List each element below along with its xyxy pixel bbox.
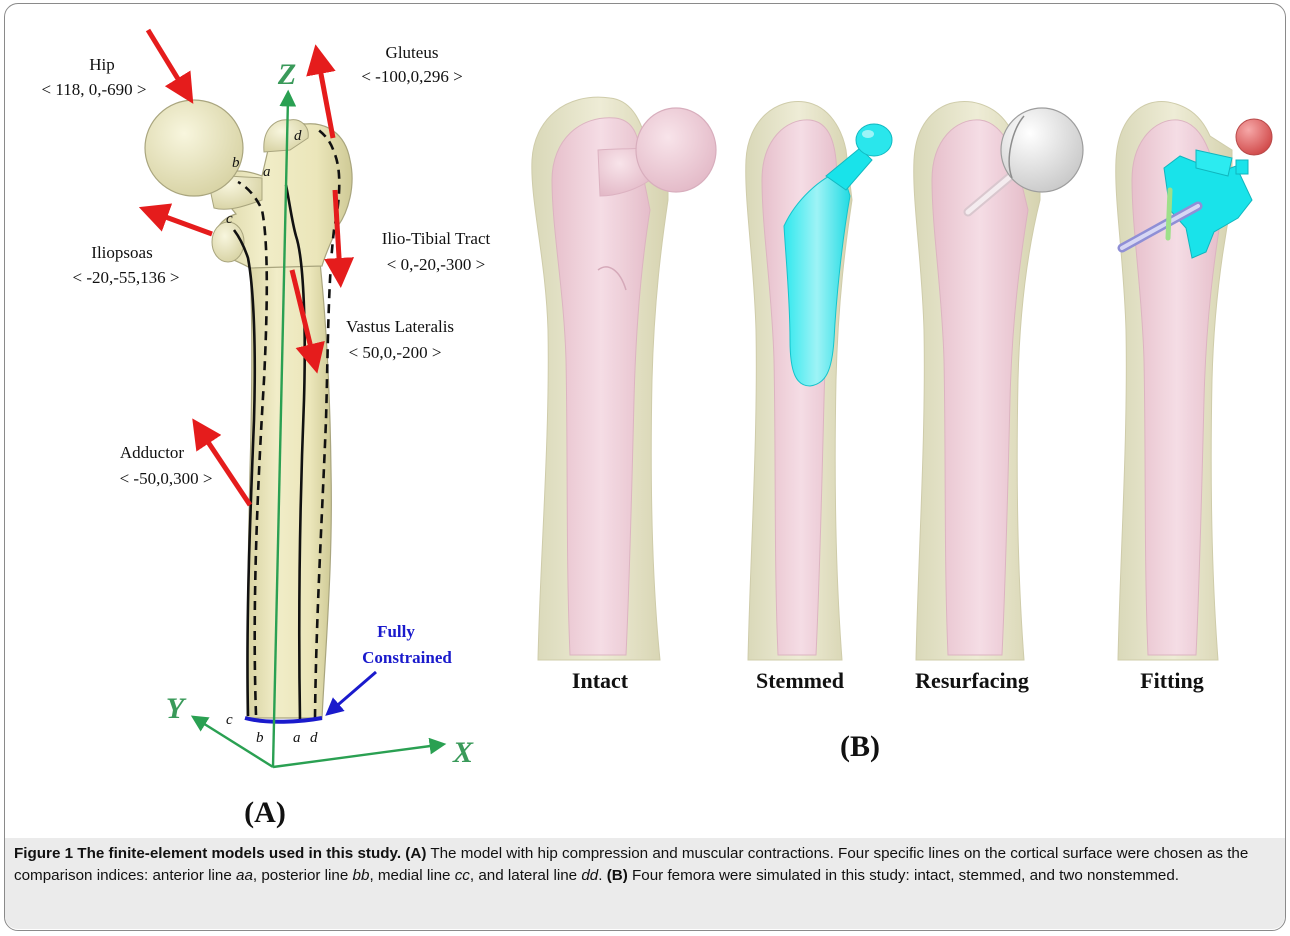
label-intact: Intact [572, 668, 629, 693]
adductor-vector: < -50,0,300 > [120, 469, 213, 488]
x-axis [273, 745, 438, 767]
z-axis-label: Z [277, 58, 296, 91]
vastus-lateralis-vector: < 50,0,-200 > [349, 343, 442, 362]
constrained-label: Constrained [362, 648, 452, 667]
caption-cc: cc [455, 867, 470, 884]
model-intact [532, 97, 716, 660]
caption-part-a-tag: (A) [405, 845, 426, 862]
letter-a-top: a [263, 164, 271, 180]
hip-label: Hip [89, 55, 115, 74]
letter-c-top: c [226, 211, 233, 227]
lesser-trochanter [212, 222, 244, 262]
adductor-load-arrow [200, 430, 250, 505]
panel-a-label: (A) [244, 796, 286, 829]
iliopsoas-label: Iliopsoas [91, 243, 152, 262]
femoral-head [145, 100, 243, 196]
figure-caption: Figure 1 The finite-element models used … [14, 843, 1276, 886]
hip-load-arrow [148, 30, 186, 92]
caption-sep2: , medial line [369, 867, 454, 884]
gluteus-label: Gluteus [386, 43, 439, 62]
caption-bb: bb [353, 867, 370, 884]
femur-shaft [247, 262, 331, 718]
constraint-arrow [332, 672, 376, 710]
ilio-tibial-label: Ilio-Tibial Tract [382, 229, 491, 248]
gluteus-vector: < -100,0,296 > [361, 67, 462, 86]
letter-a-bottom: a [293, 730, 301, 746]
vastus-lateralis-label: Vastus Lateralis [346, 317, 454, 336]
caption-part-b-text: Four femora were simulated in this study… [628, 867, 1179, 884]
label-fitting: Fitting [1140, 668, 1204, 693]
adductor-label: Adductor [120, 443, 185, 462]
caption-sep1: , posterior line [253, 867, 353, 884]
letter-c-bottom: c [226, 712, 233, 728]
panel-b-models: Intact Stemmed Resurfacing Fitting (B) [532, 97, 1272, 763]
label-stemmed: Stemmed [756, 668, 844, 693]
caption-sep4: . [598, 867, 606, 884]
letter-d-top: d [294, 128, 302, 144]
model-stemmed [746, 102, 892, 660]
y-axis-label: Y [166, 692, 187, 725]
letter-b-bottom: b [256, 730, 264, 746]
caption-part-b-tag: (B) [607, 867, 628, 884]
label-resurfacing: Resurfacing [915, 668, 1029, 693]
caption-dd: dd [581, 867, 598, 884]
panel-b-label: (B) [840, 730, 880, 763]
fully-label: Fully [377, 622, 415, 641]
hip-vector: < 118, 0,-690 > [42, 80, 147, 99]
letter-d-bottom: d [310, 730, 318, 746]
iliopsoas-load-arrow [152, 212, 212, 234]
caption-sep3: , and lateral line [470, 867, 581, 884]
iliopsoas-vector: < -20,-55,136 > [73, 268, 180, 287]
caption-aa: aa [236, 867, 253, 884]
fitting-head [1236, 119, 1272, 155]
caption-title: Figure 1 The finite-element models used … [14, 845, 401, 862]
resurfacing-head [1001, 108, 1083, 192]
model-resurfacing [914, 102, 1083, 660]
x-axis-label: X [452, 736, 474, 769]
stem-head [856, 124, 892, 156]
letter-b-top: b [232, 155, 240, 171]
ilio-tibial-vector: < 0,-20,-300 > [387, 255, 486, 274]
panel-a-femur-model: Hip < 118, 0,-690 > Gluteus < -100,0,296… [42, 30, 491, 829]
model-fitting [1116, 102, 1272, 660]
